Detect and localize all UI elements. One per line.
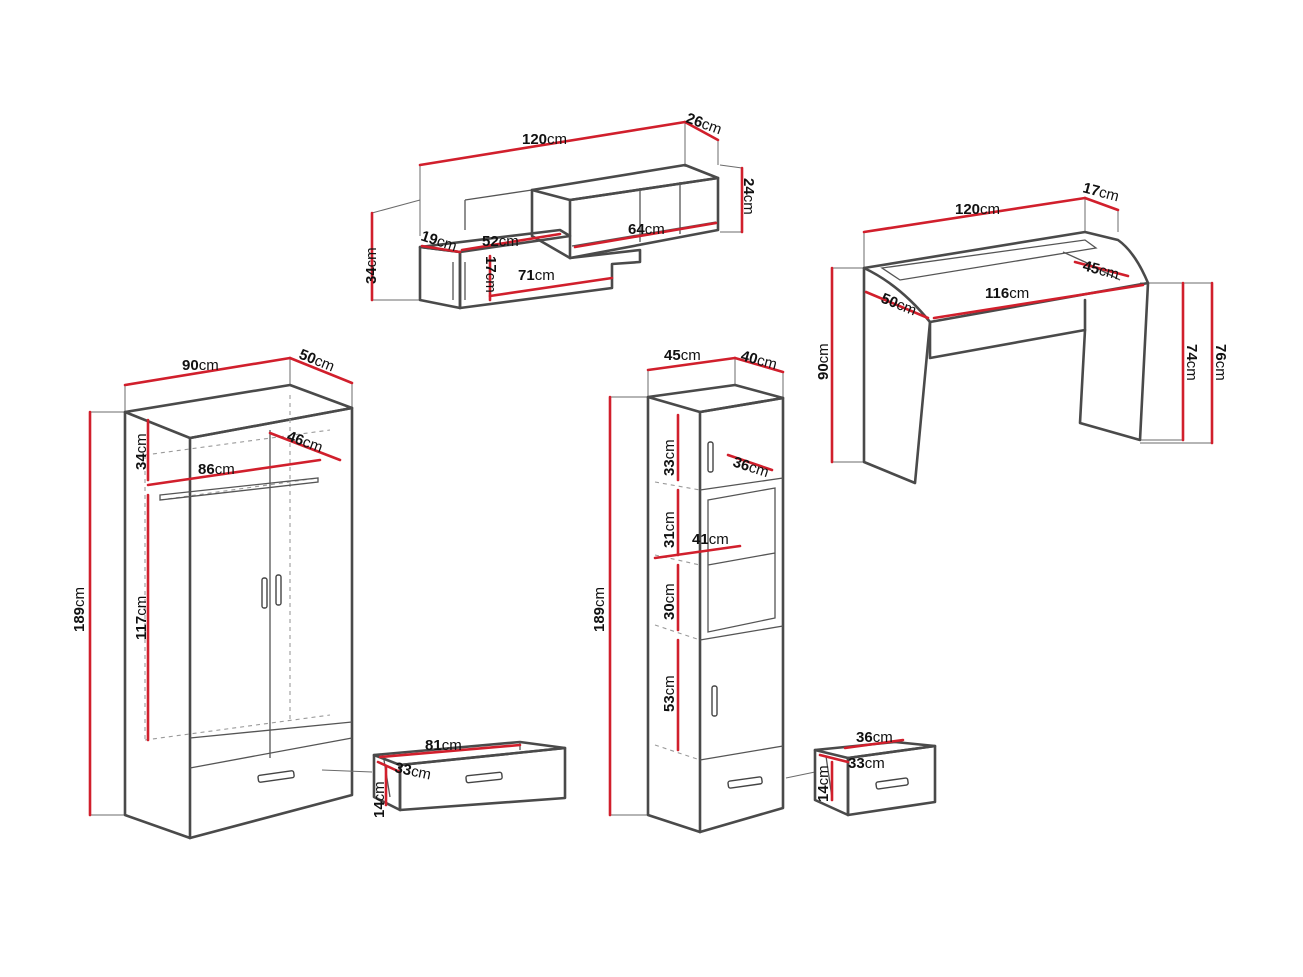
- label-desk-top-depth: 17cm: [1081, 179, 1121, 205]
- label-bookcase-drawer-depth: 33cm: [848, 755, 885, 772]
- label-shelf-left-depth: 19cm: [419, 228, 459, 256]
- label-bookcase-width: 45cm: [664, 347, 701, 364]
- bookcase-drawer: 36cm 33cm 14cm: [785, 729, 937, 817]
- label-bookcase-shelf-2: 30cm: [661, 583, 678, 620]
- drawer-handle: [465, 771, 503, 784]
- desk: 120cm 17cm 45cm 50cm 116cm 90cm 74cm 76c…: [815, 179, 1229, 485]
- label-shelf-box-width: 64cm: [628, 221, 665, 238]
- label-shelf-height-right: 24cm: [740, 178, 757, 215]
- door-handle-right: [275, 574, 282, 606]
- label-bookcase-drawer-width: 36cm: [856, 729, 893, 746]
- label-wardrobe-inner-depth: 46cm: [285, 428, 325, 457]
- label-wardrobe-drawer-depth: 33cm: [393, 759, 432, 783]
- label-wardrobe-rail-width: 86cm: [198, 461, 235, 478]
- label-bookcase-inner-depth: 36cm: [731, 454, 771, 482]
- label-wardrobe-drawer-height: 14cm: [371, 781, 388, 818]
- door-handle-left: [261, 577, 268, 609]
- label-desk-height: 90cm: [815, 343, 832, 380]
- wardrobe-drawer-handle: [257, 770, 295, 783]
- bookcase-bottom-door-handle: [711, 685, 718, 717]
- label-shelf-depth: 26cm: [684, 110, 724, 139]
- label-bookcase-shelf-1: 31cm: [661, 511, 678, 548]
- label-bookcase-inner-width: 41cm: [692, 531, 729, 548]
- label-wardrobe-drawer-width: 81cm: [425, 737, 462, 754]
- wardrobe-drawer: 81cm 33cm 14cm: [321, 737, 567, 818]
- label-wardrobe-width: 90cm: [182, 357, 219, 374]
- label-desk-total-height: 76cm: [1212, 344, 1229, 381]
- label-shelf-gap-height: 17cm: [482, 256, 499, 293]
- label-wardrobe-top-section: 34cm: [133, 433, 150, 470]
- bookcase-top-door-handle: [707, 441, 714, 473]
- label-shelf-upper: 52cm: [482, 233, 519, 250]
- bookcase-drawer-front-handle: [875, 777, 909, 790]
- label-desk-inner-width: 116cm: [985, 285, 1029, 302]
- wardrobe: 90cm 50cm 189cm 34cm 46cm 86cm 117cm: [71, 346, 354, 840]
- label-bookcase-height: 189cm: [591, 587, 608, 632]
- label-bookcase-bottom-compartment: 53cm: [661, 675, 678, 712]
- bookcase-drawer-handle: [727, 776, 763, 789]
- label-shelf-height-left: 34cm: [363, 247, 380, 284]
- label-bookcase-top-compartment: 33cm: [661, 439, 678, 476]
- label-shelf-lower: 71cm: [518, 267, 555, 284]
- label-wardrobe-hanging-height: 117cm: [133, 596, 150, 640]
- label-desk-side-depth: 50cm: [879, 290, 919, 320]
- label-wardrobe-height: 189cm: [71, 587, 88, 632]
- label-shelf-width: 120cm: [522, 131, 567, 148]
- label-bookcase-drawer-height: 14cm: [815, 765, 832, 802]
- label-wardrobe-depth: 50cm: [297, 346, 337, 376]
- label-desk-leg-height: 74cm: [1183, 344, 1200, 381]
- wall-shelf: 120cm 26cm 24cm 34cm 19cm 52cm 64cm 71cm…: [363, 110, 757, 310]
- label-bookcase-depth: 40cm: [739, 347, 779, 373]
- label-desk-shelf-depth: 45cm: [1081, 257, 1121, 283]
- label-desk-width: 120cm: [955, 201, 1000, 218]
- bookcase: 45cm 40cm 189cm 33cm 36cm 31cm 41cm 30cm…: [591, 347, 785, 834]
